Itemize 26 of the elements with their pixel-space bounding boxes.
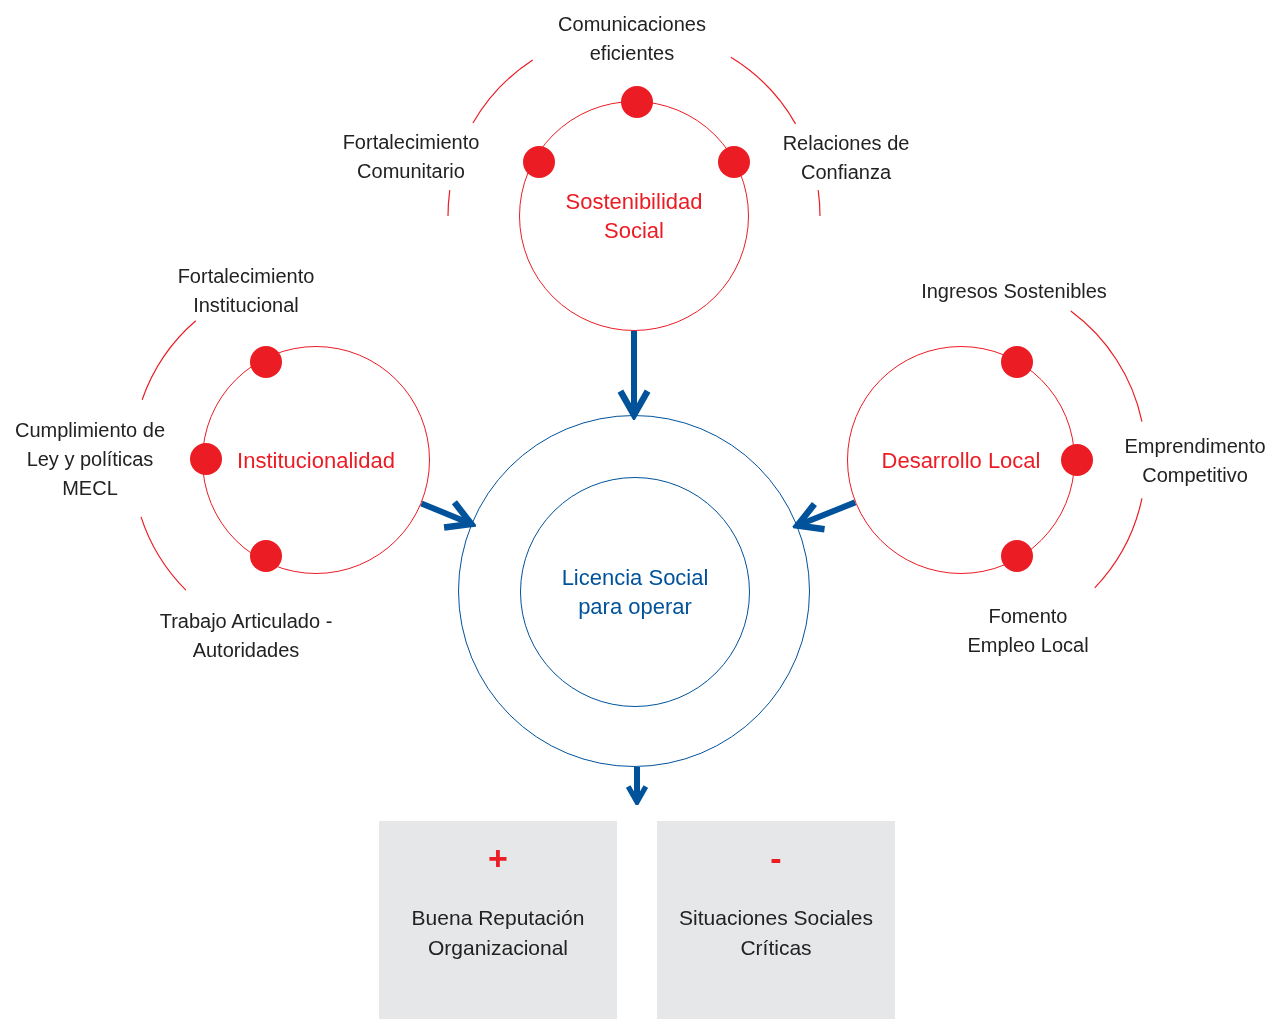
dot-label: Emprendimento Competitivo (1123, 434, 1267, 488)
arrow (794, 499, 857, 533)
dot-marker (621, 86, 653, 118)
box-label: Buena Reputación Organizacional (410, 905, 586, 961)
text-box (657, 821, 895, 1019)
dot-label: Fortalecimiento Institucional (176, 264, 316, 318)
dot-label: Trabajo Articulado - Autoridades (158, 609, 334, 663)
dot-label: Comunicaciones eficientes (557, 12, 707, 66)
circle-label: Institucionalidad (236, 446, 396, 475)
dot-label: Cumplimiento de Ley y políticas MECL (13, 418, 167, 501)
dot-marker (1061, 444, 1093, 476)
circle-label: Licencia Social para operar (560, 564, 710, 621)
arrow (617, 331, 651, 419)
box-label: Situaciones Sociales Críticas (678, 905, 874, 961)
dot-label: Fortalecimiento Comunitario (341, 130, 481, 184)
dot-label: Relaciones de Confianza (781, 131, 911, 185)
text-box (379, 821, 617, 1019)
circle-label: Desarrollo Local (880, 446, 1042, 475)
arrow (420, 499, 475, 531)
arrow (625, 766, 649, 805)
dot-marker (190, 443, 222, 475)
circle-label: Sostenibilidad Social (564, 188, 704, 245)
sign-symbol: - (770, 841, 782, 875)
dot-label: Fomento Empleo Local (966, 604, 1090, 658)
sign-symbol: + (488, 841, 508, 875)
dot-label: Ingresos Sostenibles (920, 279, 1108, 304)
